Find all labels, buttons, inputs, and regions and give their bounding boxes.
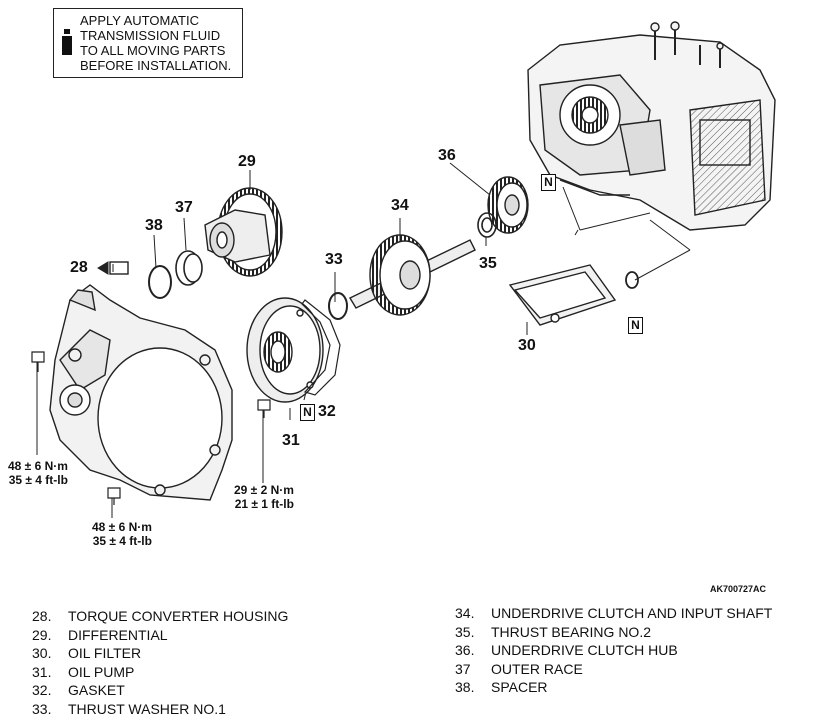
- figure-code: AK700727AC: [710, 584, 767, 594]
- legend-item: 35.THRUST BEARING NO.2: [455, 623, 651, 640]
- gasket: [301, 299, 341, 396]
- legend-item: 32.GASKET: [32, 682, 125, 698]
- callout-28: 28: [70, 259, 88, 276]
- filter-o-ring: [625, 271, 639, 289]
- torque-spec-housing-lower: 48 ± 6 N·m 35 ± 4 ft-lb: [92, 520, 152, 548]
- new-part-badge-case: N: [541, 174, 556, 191]
- legend-item: 36.UNDERDRIVE CLUTCH HUB: [455, 642, 678, 658]
- torque-spec-nm: 48 ± 6 N·m: [92, 520, 152, 534]
- oil-pump: [246, 297, 324, 403]
- transaxle-case: [527, 21, 776, 231]
- sealant-tube-icon: [97, 261, 129, 275]
- leader-lines: [36, 162, 691, 518]
- torque-spec-ftlb: 35 ± 4 ft-lb: [92, 534, 152, 548]
- torque-spec-nm: 48 ± 6 N·m: [8, 459, 68, 473]
- torque-spec-ftlb: 21 ± 1 ft-lb: [234, 497, 294, 511]
- callout-32: 32: [318, 403, 336, 420]
- torque-spec-nm: 29 ± 2 N·m: [234, 483, 294, 497]
- callout-37: 37: [175, 199, 193, 216]
- atf-note-box: APPLY AUTOMATIC TRANSMISSION FLUID TO AL…: [53, 8, 243, 78]
- legend-item: 30.OIL FILTER: [32, 645, 142, 661]
- new-part-badge-gasket: N: [300, 404, 315, 421]
- callout-30: 30: [518, 337, 536, 354]
- legend-left: 28.TORQUE CONVERTER HOUSING 29.DIFFERENT…: [32, 607, 288, 718]
- callout-33: 33: [325, 251, 343, 268]
- new-part-badge-o-ring: N: [628, 317, 643, 334]
- legend-item: 38.SPACER: [455, 679, 548, 695]
- note-line-2: TRANSMISSION FLUID: [80, 28, 221, 43]
- legend-item: 34.UNDERDRIVE CLUTCH AND INPUT SHAFT: [455, 605, 773, 621]
- note-line-4: BEFORE INSTALLATION.: [80, 58, 232, 73]
- callout-29: 29: [238, 153, 256, 170]
- torque-spec-housing-upper: 48 ± 6 N·m 35 ± 4 ft-lb: [8, 459, 68, 487]
- housing-bolt-upper: [31, 351, 45, 372]
- callout-36: 36: [438, 147, 456, 164]
- callout-35: 35: [479, 255, 497, 272]
- torque-converter-housing: [49, 284, 233, 501]
- housing-bolt-lower: [107, 487, 121, 505]
- callout-31: 31: [282, 432, 300, 449]
- note-line-3: TO ALL MOVING PARTS: [80, 43, 226, 58]
- underdrive-clutch-hub: [487, 176, 529, 234]
- torque-spec-ftlb: 35 ± 4 ft-lb: [8, 473, 68, 487]
- legend-item: 31.OIL PUMP: [32, 663, 135, 680]
- exploded-view-diagram: [31, 21, 776, 518]
- oil-pump-bolt: [257, 399, 271, 418]
- fluid-bottle-icon: [62, 29, 72, 55]
- legend-item: 28.TORQUE CONVERTER HOUSING: [32, 608, 289, 624]
- legend-right: 34.UNDERDRIVE CLUTCH AND INPUT SHAFT 35.…: [455, 604, 772, 697]
- note-line-1: APPLY AUTOMATIC: [80, 13, 199, 28]
- underdrive-clutch-input-shaft: [349, 234, 476, 316]
- legend-item: 33.THRUST WASHER NO.1: [32, 700, 226, 717]
- differential: [204, 187, 283, 277]
- thrust-washer-no1: [328, 292, 348, 320]
- oil-filter: [508, 264, 617, 326]
- spacer: [148, 265, 172, 299]
- torque-spec-oil-pump: 29 ± 2 N·m 21 ± 1 ft-lb: [234, 483, 294, 511]
- outer-race: [175, 250, 203, 286]
- callout-34: 34: [391, 197, 409, 214]
- legend-item: 29.DIFFERENTIAL: [32, 626, 168, 643]
- callout-38: 38: [145, 217, 163, 234]
